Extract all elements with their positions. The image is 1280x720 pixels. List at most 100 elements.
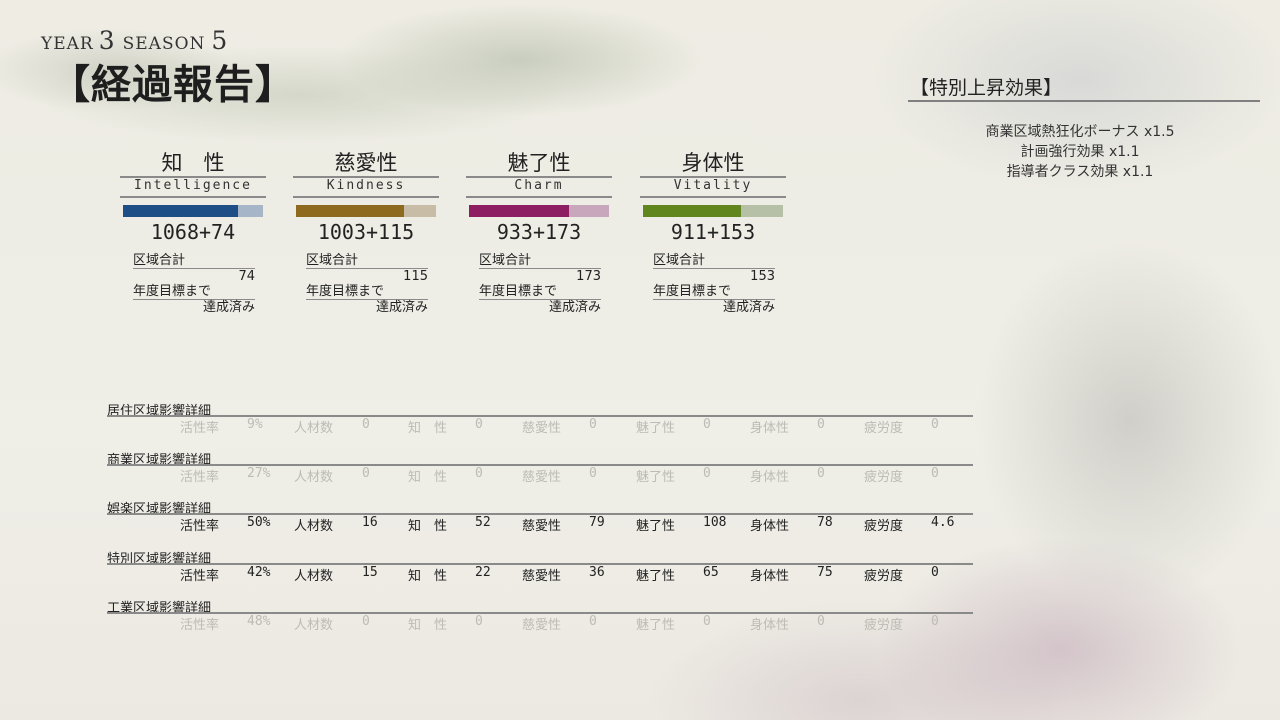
zone-column-label: 慈愛性 (522, 569, 562, 584)
summary-rule (479, 299, 601, 300)
summary-rule (306, 299, 428, 300)
zone-column-value: 0 (362, 466, 370, 481)
zone-column-value: 65 (703, 565, 719, 580)
zone-divider (107, 513, 973, 515)
special-effects-divider (908, 100, 1260, 102)
zone-column-value: 0 (703, 466, 711, 481)
special-effects-title: 【特別上昇効果】 (910, 77, 1063, 99)
zone-column-label: 慈愛性 (522, 421, 562, 436)
zone-column-label: 人材数 (294, 618, 334, 633)
zone-column-label: 身体性 (750, 569, 790, 584)
special-effects-list: 商業区域熱狂化ボーナス x1.5 計画強行効果 x1.1 指導者クラス効果 x1… (930, 122, 1230, 182)
summary-rule (653, 299, 775, 300)
stat-value: 1003+115 (317, 220, 415, 244)
season-number: 5 (211, 26, 228, 55)
zone-column-label: 知 性 (408, 618, 448, 633)
zone-column-value: 0 (475, 466, 483, 481)
stat-bar-base (123, 205, 238, 217)
summary-rule (479, 268, 601, 269)
stat-name: 知 性 (161, 151, 225, 175)
zone-total-label: 区域合計 (479, 253, 532, 268)
stat-name-underline (466, 176, 612, 178)
zone-column-value: 0 (931, 614, 939, 629)
zone-divider (107, 415, 973, 417)
yearly-goal-label: 年度目標まで (306, 284, 385, 299)
zone-column-value: 16 (362, 515, 378, 530)
zone-column-label: 身体性 (750, 421, 790, 436)
zone-column-value: 0 (362, 614, 370, 629)
stat-english-name: Kindness (326, 178, 406, 193)
yearly-goal-label: 年度目標まで (133, 284, 212, 299)
special-effect-item: 指導者クラス効果 x1.1 (1006, 164, 1154, 180)
zone-column-value: 0 (931, 417, 939, 432)
stat-english-underline (120, 196, 266, 198)
stat-bar (123, 205, 263, 217)
zone-column-label: 魅了性 (636, 470, 676, 485)
zone-total-value: 74 (238, 269, 255, 284)
stat-english-underline (466, 196, 612, 198)
stat-bar-bonus (569, 205, 609, 217)
zone-column-label: 疲労度 (864, 618, 904, 633)
zone-total-value: 115 (403, 269, 428, 284)
zone-column-value: 36 (589, 565, 605, 580)
zone-column-label: 身体性 (750, 470, 790, 485)
zone-column-label: 魅了性 (636, 569, 676, 584)
summary-rule (653, 268, 775, 269)
stat-bar (296, 205, 436, 217)
zone-column-label: 魅了性 (636, 519, 676, 534)
zone-column-value: 75 (817, 565, 833, 580)
stat-name: 身体性 (681, 151, 745, 175)
zone-column-value: 0 (817, 466, 825, 481)
zone-total-label: 区域合計 (133, 253, 186, 268)
zone-column-label: 魅了性 (636, 421, 676, 436)
zone-column-label: 身体性 (750, 618, 790, 633)
zone-column-label: 疲労度 (864, 519, 904, 534)
yearly-goal-value: 達成済み (722, 300, 775, 315)
zone-column-value: 0 (703, 614, 711, 629)
special-effect-item: 商業区域熱狂化ボーナス x1.5 (985, 124, 1175, 140)
zone-column-value: 0 (475, 417, 483, 432)
zone-column-value: 0 (817, 614, 825, 629)
stat-name: 慈愛性 (334, 151, 398, 175)
stat-bar-base (469, 205, 569, 217)
zone-total-label: 区域合計 (306, 253, 359, 268)
zone-column-label: 疲労度 (864, 569, 904, 584)
zone-column-value: 79 (589, 515, 605, 530)
yearly-goal-value: 達成済み (548, 300, 601, 315)
stat-bar-base (296, 205, 404, 217)
zone-column-label: 疲労度 (864, 470, 904, 485)
zone-column-label: 活性率 (180, 421, 220, 436)
stat-name: 魅了性 (507, 151, 571, 175)
stat-bar-bonus (238, 205, 263, 217)
zone-column-value: 0 (703, 417, 711, 432)
stat-column: 慈愛性 Kindness 1003+115 (293, 150, 439, 244)
yearly-goal-label: 年度目標まで (653, 284, 732, 299)
zone-divider (107, 464, 973, 466)
zone-column-value: 27% (247, 466, 271, 481)
stat-english-name: Vitality (673, 178, 753, 193)
zone-column-label: 疲労度 (864, 421, 904, 436)
year-number: 3 (98, 26, 115, 55)
stat-value: 933+173 (496, 220, 582, 244)
summary-rule (133, 268, 255, 269)
zone-column-value: 48% (247, 614, 271, 629)
zone-column-value: 0 (931, 565, 939, 580)
special-effect-item: 計画強行効果 x1.1 (1020, 144, 1140, 160)
summary-rule (306, 268, 428, 269)
zone-column-label: 人材数 (294, 470, 334, 485)
zone-total-value: 153 (750, 269, 775, 284)
stat-english-underline (293, 196, 439, 198)
zone-column-label: 知 性 (408, 519, 448, 534)
zone-divider (107, 612, 973, 614)
stat-bar-bonus (404, 205, 436, 217)
season-label: SEASON (122, 34, 206, 54)
zone-column-label: 人材数 (294, 519, 334, 534)
